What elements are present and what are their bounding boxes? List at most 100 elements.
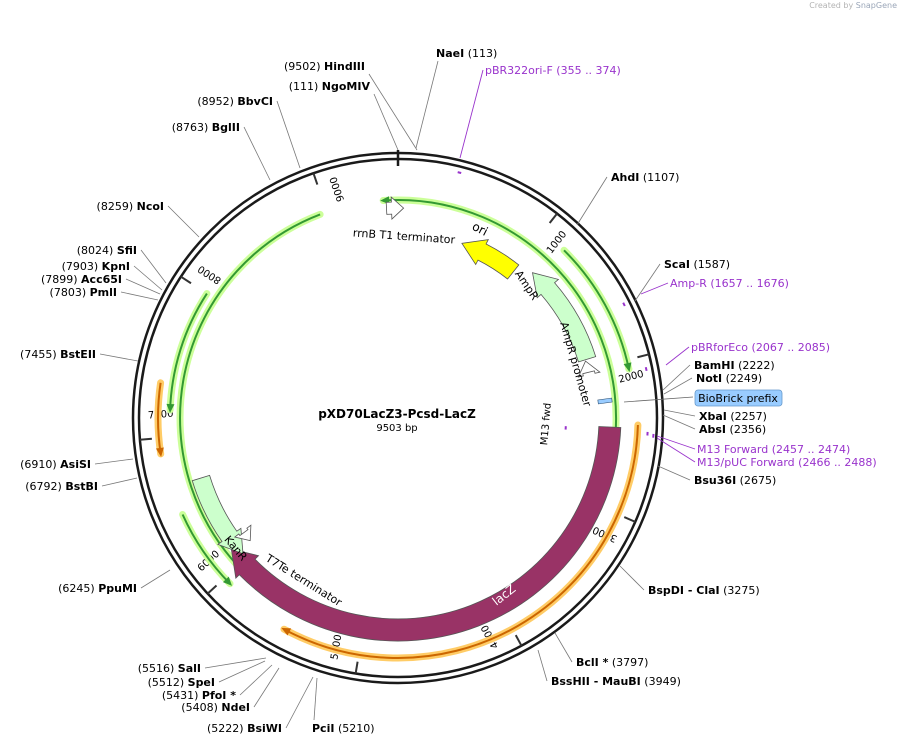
site-leader-23 (663, 377, 693, 395)
site-label-kpni: (7903) KpnI (62, 260, 130, 273)
site-leader-15 (218, 660, 266, 683)
tick-1000 (548, 212, 558, 224)
kanr-arrow (191, 474, 244, 555)
site-label-pfoi: (5431) PfoI * (162, 689, 236, 702)
site-name: BclI * (576, 656, 609, 669)
site-leader-19 (313, 677, 318, 721)
site-leader-14 (204, 657, 267, 669)
site-position: (2356) (730, 423, 767, 436)
site-position: (3949) (644, 675, 681, 688)
primer-labels: pBR322ori-F (355 .. 374) Amp-R (1657 .. 1… (459, 64, 877, 469)
tick-8000 (180, 275, 192, 285)
site-leader-16 (239, 664, 273, 696)
site-position: (2675) (740, 474, 777, 487)
site-name: SalI (178, 662, 201, 675)
orf-lacz-outer-head (281, 627, 292, 636)
primer-label-1: Amp-R (1657 .. 1676) (670, 277, 789, 290)
site-name: AsiSI (60, 458, 91, 471)
site-position: (2249) (726, 372, 763, 385)
site-position: (8024) (77, 244, 114, 257)
site-position: (7455) (20, 348, 57, 361)
site-label-ngomiv: (111) NgoMIV (289, 80, 371, 93)
site-leader-22 (662, 364, 691, 391)
site-name: Bsu36I (694, 474, 736, 487)
tick-2000 (637, 353, 650, 359)
orf-7000-head (155, 447, 164, 457)
site-name: NotI (696, 372, 722, 385)
tick-label-9000: 9000 (328, 175, 347, 203)
site-name: BstEII (60, 348, 96, 361)
site-name: KpnI (102, 260, 130, 273)
snapgene-watermark: Created by SnapGene (809, 1, 897, 10)
site-position: (1587) (693, 258, 730, 271)
site-leader-27 (619, 565, 645, 591)
rrnb-terminator-arrow (385, 196, 405, 220)
site-name: PfoI * (202, 689, 236, 702)
primer-label-4: M13/pUC Forward (2466 .. 2488) (697, 456, 877, 469)
plasmid-size: 9503 bp (376, 423, 417, 434)
site-leader-12 (101, 477, 138, 487)
tick-9000 (312, 172, 319, 185)
site-position: (5512) (148, 676, 185, 689)
site-label-noti: NotI (2249) (696, 372, 762, 385)
site-label-bsiwi: (5222) BsiWI (207, 722, 282, 735)
orf-kanr-head (222, 576, 233, 586)
site-label-hindiii: (9502) HindIII (284, 60, 365, 73)
site-alt-name: - ClaI (684, 584, 720, 597)
site-label-xbai: XbaI (2257) (699, 410, 767, 423)
site-position: (9502) (284, 60, 321, 73)
site-label-bsteii: (7455) BstEII (20, 348, 96, 361)
site-position: (6910) (20, 458, 57, 471)
primer-label-2: pBRforEco (2067 .. 2085) (691, 341, 830, 354)
site-label-bspdi: BspDI - ClaI (3275) (648, 584, 760, 597)
site-position: (1107) (643, 171, 680, 184)
orf-lacz-outer-line (283, 424, 639, 659)
primer-marks (457, 171, 655, 438)
biobrick-prefix-box (694, 389, 783, 407)
primer-range: (2466 .. 2488) (798, 456, 877, 469)
plasmid-name: pXD70LacZ3-Pcsd-LacZ (318, 407, 476, 421)
primer-label-3: M13 Forward (2457 .. 2474) (697, 443, 850, 456)
tick-6000 (206, 584, 218, 595)
site-name: BamHI (694, 359, 735, 372)
biobrick-mark (597, 397, 613, 405)
site-label-bbvci: (8952) BbvCI (197, 95, 273, 108)
site-position: (5222) (207, 722, 244, 735)
site-position: (6245) (58, 582, 95, 595)
site-name: PpuMI (98, 582, 137, 595)
site-name: BssHII (551, 675, 590, 688)
primer-range: (1657 .. 1676) (710, 277, 789, 290)
site-leader-9 (120, 291, 159, 301)
site-name: NaeI (436, 47, 464, 60)
site-label-asisi: (6910) AsiSI (20, 458, 91, 471)
site-label-spei: (5512) SpeI (148, 676, 215, 689)
site-label-bsshii: BssHII - MauBI (3949) (551, 675, 681, 688)
site-name: BsiWI (247, 722, 282, 735)
primer-name: pBR322ori-F (485, 64, 553, 77)
site-position: (3275) (723, 584, 760, 597)
site-name: HindIII (324, 60, 365, 73)
site-position: (5431) (162, 689, 199, 702)
tick-3000 (623, 516, 636, 523)
site-name: SpeI (188, 676, 215, 689)
primer-mark-2 (644, 366, 648, 372)
site-label-naei: NaeI (113) (436, 47, 497, 60)
site-name: BglII (212, 121, 240, 134)
site-leader-3 (276, 100, 301, 169)
site-name: PmlI (90, 286, 117, 299)
ori-arrow (461, 239, 520, 280)
site-leader-20 (576, 176, 608, 226)
site-leader-29 (537, 649, 548, 682)
site-position: (7903) (62, 260, 99, 273)
orf-ampr-line (563, 249, 630, 370)
site-position: (111) (289, 80, 319, 93)
primer-range: (355 .. 374) (556, 64, 621, 77)
site-label-sali: (5516) SalI (138, 662, 201, 675)
primer-leader-0 (459, 69, 484, 159)
site-position: (113) (468, 47, 498, 60)
site-label-ncoi: (8259) NcoI (97, 200, 164, 213)
site-label-ppumi: (6245) PpuMI (58, 582, 137, 595)
site-leader-6 (140, 249, 167, 284)
site-leader-0 (373, 93, 399, 151)
site-leader-25 (662, 414, 696, 430)
